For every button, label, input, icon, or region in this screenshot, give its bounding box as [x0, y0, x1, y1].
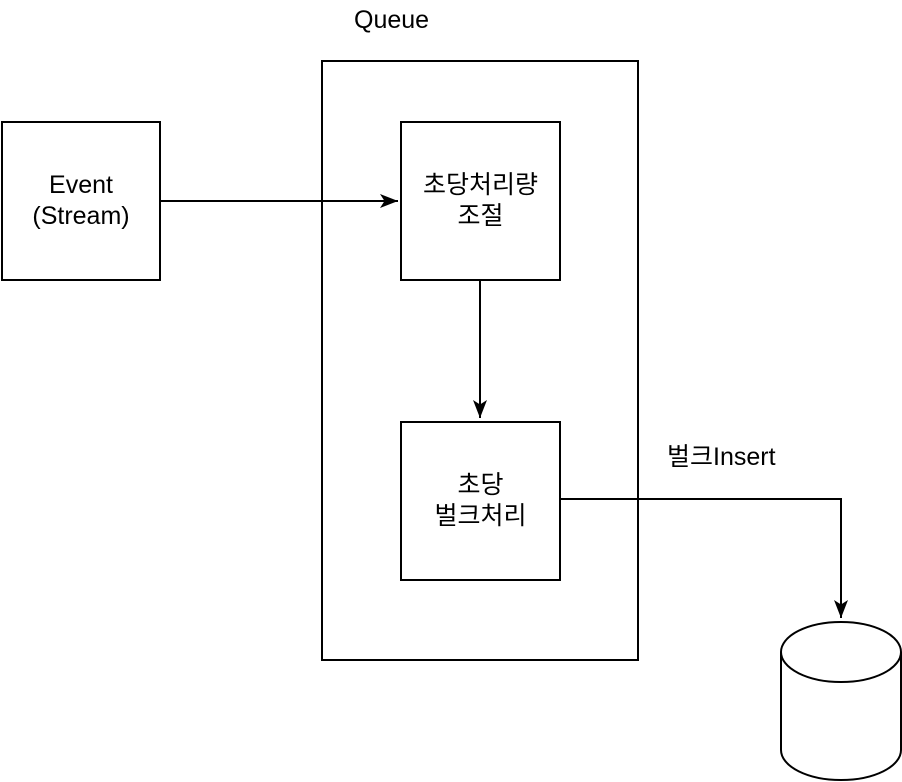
- throttle-label-line1: 초당처리량: [422, 171, 538, 199]
- database-cylinder-icon: [780, 621, 902, 781]
- queue-label: Queue: [354, 6, 430, 34]
- throttle-label-line2: 조절: [457, 202, 504, 230]
- event-stream-label-line1: Event: [49, 171, 113, 199]
- queue-container-box: [321, 60, 639, 661]
- bulk-label-line2: 벌크처리: [434, 502, 527, 530]
- bulk-insert-edge-label: 벌크Insert: [667, 443, 776, 471]
- event-stream-node: Event (Stream): [1, 121, 161, 281]
- bulk-process-per-second-node: 초당 벌크처리: [400, 421, 561, 581]
- throttle-per-second-node: 초당처리량 조절: [400, 121, 561, 281]
- bulk-label-line1: 초당: [457, 471, 504, 499]
- arrow-bulk-to-database: [561, 498, 848, 618]
- event-stream-label-line2: (Stream): [32, 202, 130, 230]
